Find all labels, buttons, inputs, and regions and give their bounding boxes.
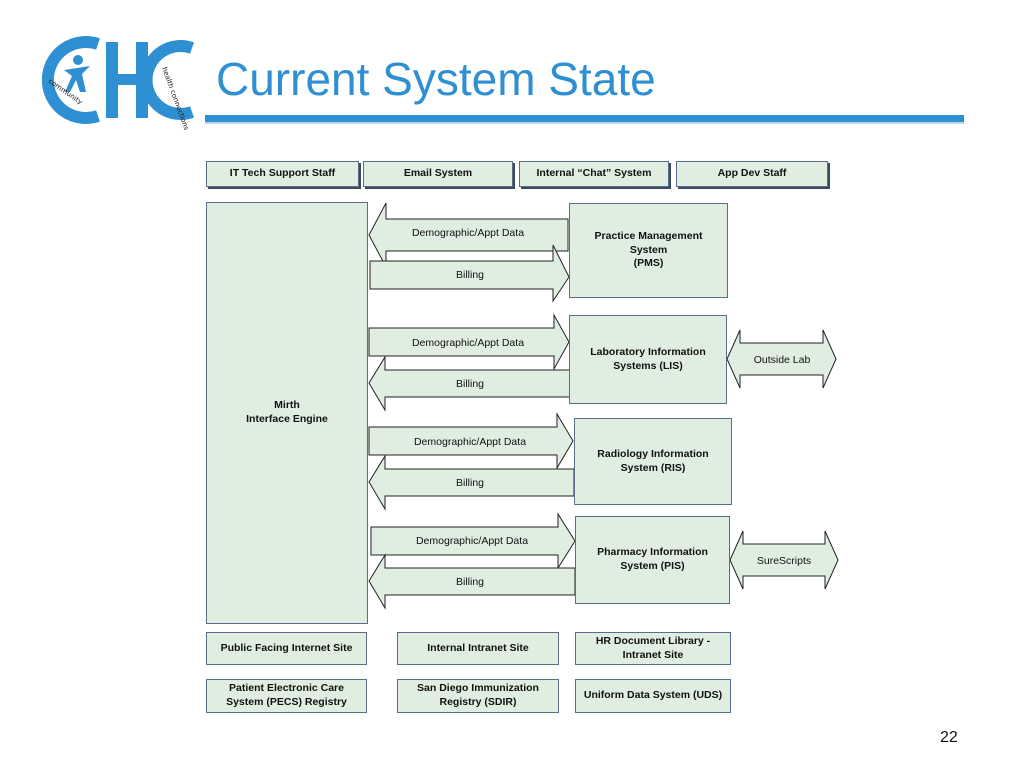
- pms-line3: (PMS): [633, 257, 664, 270]
- label-pms-billing: Billing: [456, 269, 484, 281]
- ris-line1: Radiology Information: [597, 447, 709, 460]
- arrow-ris-demographic: [368, 412, 574, 470]
- arrow-pis-demographic: [370, 512, 576, 570]
- pis-line1: Pharmacy Information: [597, 546, 708, 559]
- arrow-surescripts: [729, 530, 839, 590]
- box-sdir-registry: San Diego Immunization Registry (SDIR): [397, 679, 559, 713]
- box-it-tech-support: IT Tech Support Staff: [206, 161, 359, 187]
- box-pecs-registry: Patient Electronic Care System (PECS) Re…: [206, 679, 367, 713]
- sdir-line2: Registry (SDIR): [439, 696, 517, 708]
- box-app-dev-staff: App Dev Staff: [676, 161, 828, 187]
- box-lis: Laboratory Information Systems (LIS): [569, 315, 727, 404]
- box-ris: Radiology Information System (RIS): [574, 418, 732, 505]
- arrow-pms-billing: [369, 244, 570, 303]
- label-ris-billing: Billing: [456, 477, 484, 489]
- pecs-line1: Patient Electronic Care: [229, 682, 344, 695]
- box-hr-document-library: HR Document Library - Intranet Site: [575, 632, 731, 665]
- pecs-line2: System (PECS) Registry: [226, 696, 347, 708]
- label-ris-demographic: Demographic/Appt Data: [414, 436, 526, 448]
- label-pis-demographic: Demographic/Appt Data: [416, 535, 528, 547]
- chc-logo: community health connections: [41, 36, 195, 130]
- lis-line1: Laboratory Information: [590, 345, 706, 358]
- mirth-label-line1: Mirth: [274, 399, 300, 412]
- lis-line2: Systems (LIS): [613, 359, 683, 372]
- title-underline: [205, 115, 964, 122]
- title-underline-shadow: [205, 122, 964, 124]
- arrow-outside-lab: [726, 329, 837, 389]
- label-pms-demographic: Demographic/Appt Data: [412, 227, 524, 239]
- sdir-line1: San Diego Immunization: [417, 682, 539, 695]
- box-pms: Practice Management System (PMS): [569, 203, 728, 298]
- label-pis-billing: Billing: [456, 576, 484, 588]
- mirth-label-line2: Interface Engine: [246, 413, 328, 425]
- box-public-internet-site: Public Facing Internet Site: [206, 632, 367, 665]
- box-pis: Pharmacy Information System (PIS): [575, 516, 730, 604]
- arrow-lis-demographic: [368, 313, 570, 371]
- box-internal-chat: Internal “Chat” System: [519, 161, 669, 187]
- label-outside-lab: Outside Lab: [754, 354, 811, 366]
- label-lis-demographic: Demographic/Appt Data: [412, 337, 524, 349]
- hr-line2: Intranet Site: [622, 648, 684, 661]
- pis-line2: System (PIS): [620, 560, 685, 572]
- mirth-interface-engine: Mirth Interface Engine: [206, 202, 368, 624]
- hr-line1: HR Document Library -: [595, 634, 711, 647]
- pms-line2: System: [629, 243, 668, 256]
- box-internal-intranet-site: Internal Intranet Site: [397, 632, 559, 665]
- box-email-system: Email System: [363, 161, 513, 187]
- pms-line1: Practice Management: [594, 230, 703, 243]
- ris-line2: System (RIS): [620, 461, 686, 474]
- label-surescripts: SureScripts: [757, 555, 811, 567]
- label-lis-billing: Billing: [456, 378, 484, 390]
- page-title: Current System State: [216, 53, 656, 105]
- page-number: 22: [940, 729, 958, 746]
- box-uds: Uniform Data System (UDS): [575, 679, 731, 713]
